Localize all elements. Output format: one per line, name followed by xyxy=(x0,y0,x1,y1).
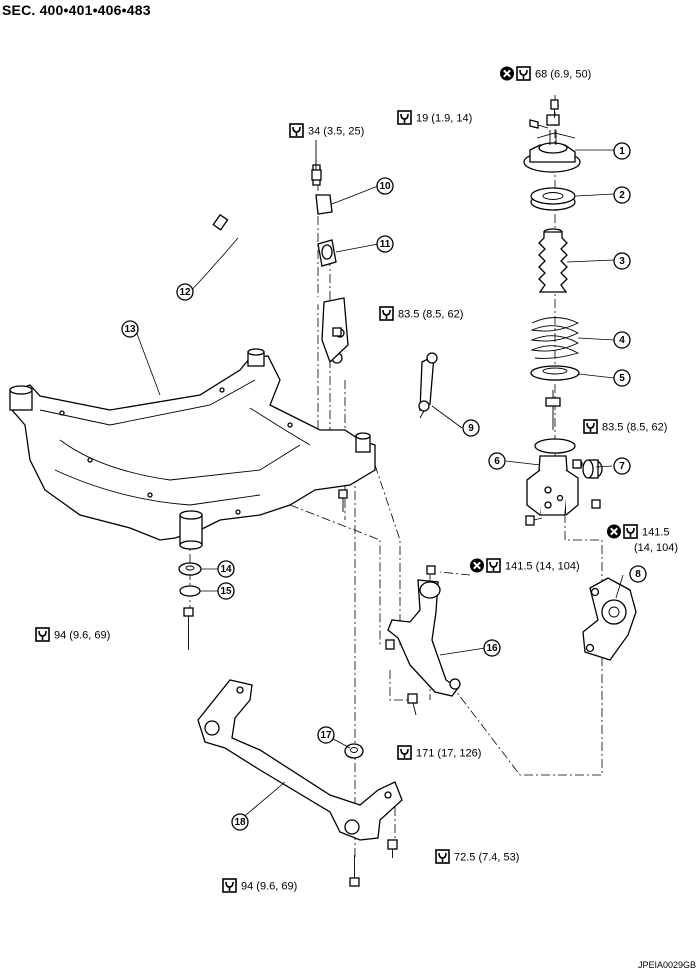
washer-17 xyxy=(344,743,364,759)
torque-value: 141.5 xyxy=(642,527,670,539)
never-reuse-icon xyxy=(469,557,485,574)
torque-wrench-icon xyxy=(289,123,304,138)
part-number: 13 xyxy=(124,324,136,335)
part-number: 1 xyxy=(619,146,625,157)
leader-lines xyxy=(135,149,624,821)
part-callout-18: 18 xyxy=(231,813,249,831)
torque-value: 171 (17, 126) xyxy=(416,748,481,760)
torque-value: 19 (1.9, 14) xyxy=(416,113,472,125)
torque-label: 171 (17, 126) xyxy=(397,745,481,760)
steering-knuckle-8 xyxy=(582,577,637,661)
transverse-link-16 xyxy=(385,565,461,697)
part-number: 12 xyxy=(179,287,191,298)
torque-label: 72.5 (7.4, 53) xyxy=(435,849,519,864)
stabilizer-bar-12 xyxy=(132,199,343,364)
torque-value: 72.5 (7.4, 53) xyxy=(454,852,519,864)
suspension-member-stay-18 xyxy=(197,679,403,841)
part-callout-11: 11 xyxy=(376,235,394,253)
front-suspension-member-13 xyxy=(9,348,376,541)
part-callout-16: 16 xyxy=(483,639,501,657)
part-number: 16 xyxy=(486,643,498,654)
part-number: 3 xyxy=(619,256,625,267)
torque-value: 34 (3.5, 25) xyxy=(308,126,364,138)
part-number: 6 xyxy=(494,456,500,467)
torque-wrench-icon xyxy=(486,558,501,573)
part-callout-4: 4 xyxy=(613,331,631,349)
part-callout-7: 7 xyxy=(613,457,631,475)
torque-wrench-icon xyxy=(379,306,394,321)
part-number: 15 xyxy=(220,586,232,597)
part-callout-3: 3 xyxy=(613,252,631,270)
bolts xyxy=(183,99,601,887)
torque-value: 83.5 (8.5, 62) xyxy=(398,309,463,321)
strut-mount-1 xyxy=(523,114,581,173)
torque-value: 94 (9.6, 69) xyxy=(241,881,297,893)
part-callout-12: 12 xyxy=(176,283,194,301)
part-number: 14 xyxy=(220,564,232,575)
part-number: 5 xyxy=(619,373,625,384)
torque-label: 83.5 (8.5, 62) xyxy=(583,419,667,434)
part-callout-2: 2 xyxy=(613,186,631,204)
washer-14 xyxy=(178,562,202,576)
torque-label: 141.5 (14, 104) xyxy=(606,523,678,554)
part-callout-1: 1 xyxy=(613,142,631,160)
torque-wrench-icon xyxy=(397,110,412,125)
part-number: 18 xyxy=(234,817,246,828)
torque-value: 83.5 (8.5, 62) xyxy=(602,422,667,434)
torque-wrench-icon xyxy=(583,419,598,434)
torque-wrench-icon xyxy=(222,878,237,893)
torque-wrench-icon xyxy=(397,745,412,760)
torque-labels: 68 (6.9, 50) 19 (1.9, 14) 34 (3.5, 25) 83.5… xyxy=(35,65,678,893)
part-number: 9 xyxy=(468,423,474,434)
part-callout-8: 8 xyxy=(629,565,647,583)
member-mount-insulator xyxy=(179,510,203,550)
washer-15 xyxy=(179,585,201,597)
part-number: 4 xyxy=(619,335,625,346)
part-callout-13: 13 xyxy=(121,320,139,338)
torque-wrench-icon xyxy=(623,524,638,539)
torque-value: 68 (6.9, 50) xyxy=(535,69,591,81)
torque-wrench-icon xyxy=(435,849,450,864)
bearing-2 xyxy=(530,187,576,211)
torque-label: 83.5 (8.5, 62) xyxy=(379,306,463,321)
figure-code: JPEIA0029GB xyxy=(637,960,696,970)
part-callout-10: 10 xyxy=(376,177,394,195)
torque-label: 141.5 (14, 104) xyxy=(469,557,580,574)
part-callout-15: 15 xyxy=(217,582,235,600)
part-callout-14: 14 xyxy=(217,560,235,578)
strut-6 xyxy=(526,390,579,516)
part-number: 7 xyxy=(619,461,625,472)
never-reuse-icon xyxy=(499,65,515,82)
part-callout-6: 6 xyxy=(488,452,506,470)
part-number: 17 xyxy=(320,730,332,741)
torque-wrench-icon xyxy=(35,627,50,642)
spring-seat-5 xyxy=(530,365,580,381)
part-callout-5: 5 xyxy=(613,369,631,387)
coil-spring-4 xyxy=(530,317,580,359)
part-number: 10 xyxy=(379,181,391,192)
part-number: 2 xyxy=(619,190,625,201)
part-number: 11 xyxy=(380,239,391,250)
never-reuse-icon xyxy=(606,523,622,540)
part-callout-9: 9 xyxy=(462,419,480,437)
bushing-11 xyxy=(317,239,337,267)
section-title: SEC. 400•401•406•483 xyxy=(2,2,151,18)
part-number: 8 xyxy=(635,569,641,580)
torque-value: 94 (9.6, 69) xyxy=(54,630,110,642)
torque-value: 141.5 (14, 104) xyxy=(505,561,580,573)
part-callout-17: 17 xyxy=(317,726,335,744)
torque-value-line2: (14, 104) xyxy=(634,542,678,554)
torque-wrench-icon xyxy=(516,66,531,81)
bound-bumper-3 xyxy=(538,228,568,293)
torque-label: 94 (9.6, 69) xyxy=(222,878,297,893)
torque-label: 34 (3.5, 25) xyxy=(289,123,364,138)
stabilizer-connecting-rod-9 xyxy=(418,352,438,419)
torque-label: 68 (6.9, 50) xyxy=(499,65,591,82)
torque-label: 94 (9.6, 69) xyxy=(35,627,110,642)
torque-label: 19 (1.9, 14) xyxy=(397,110,472,125)
